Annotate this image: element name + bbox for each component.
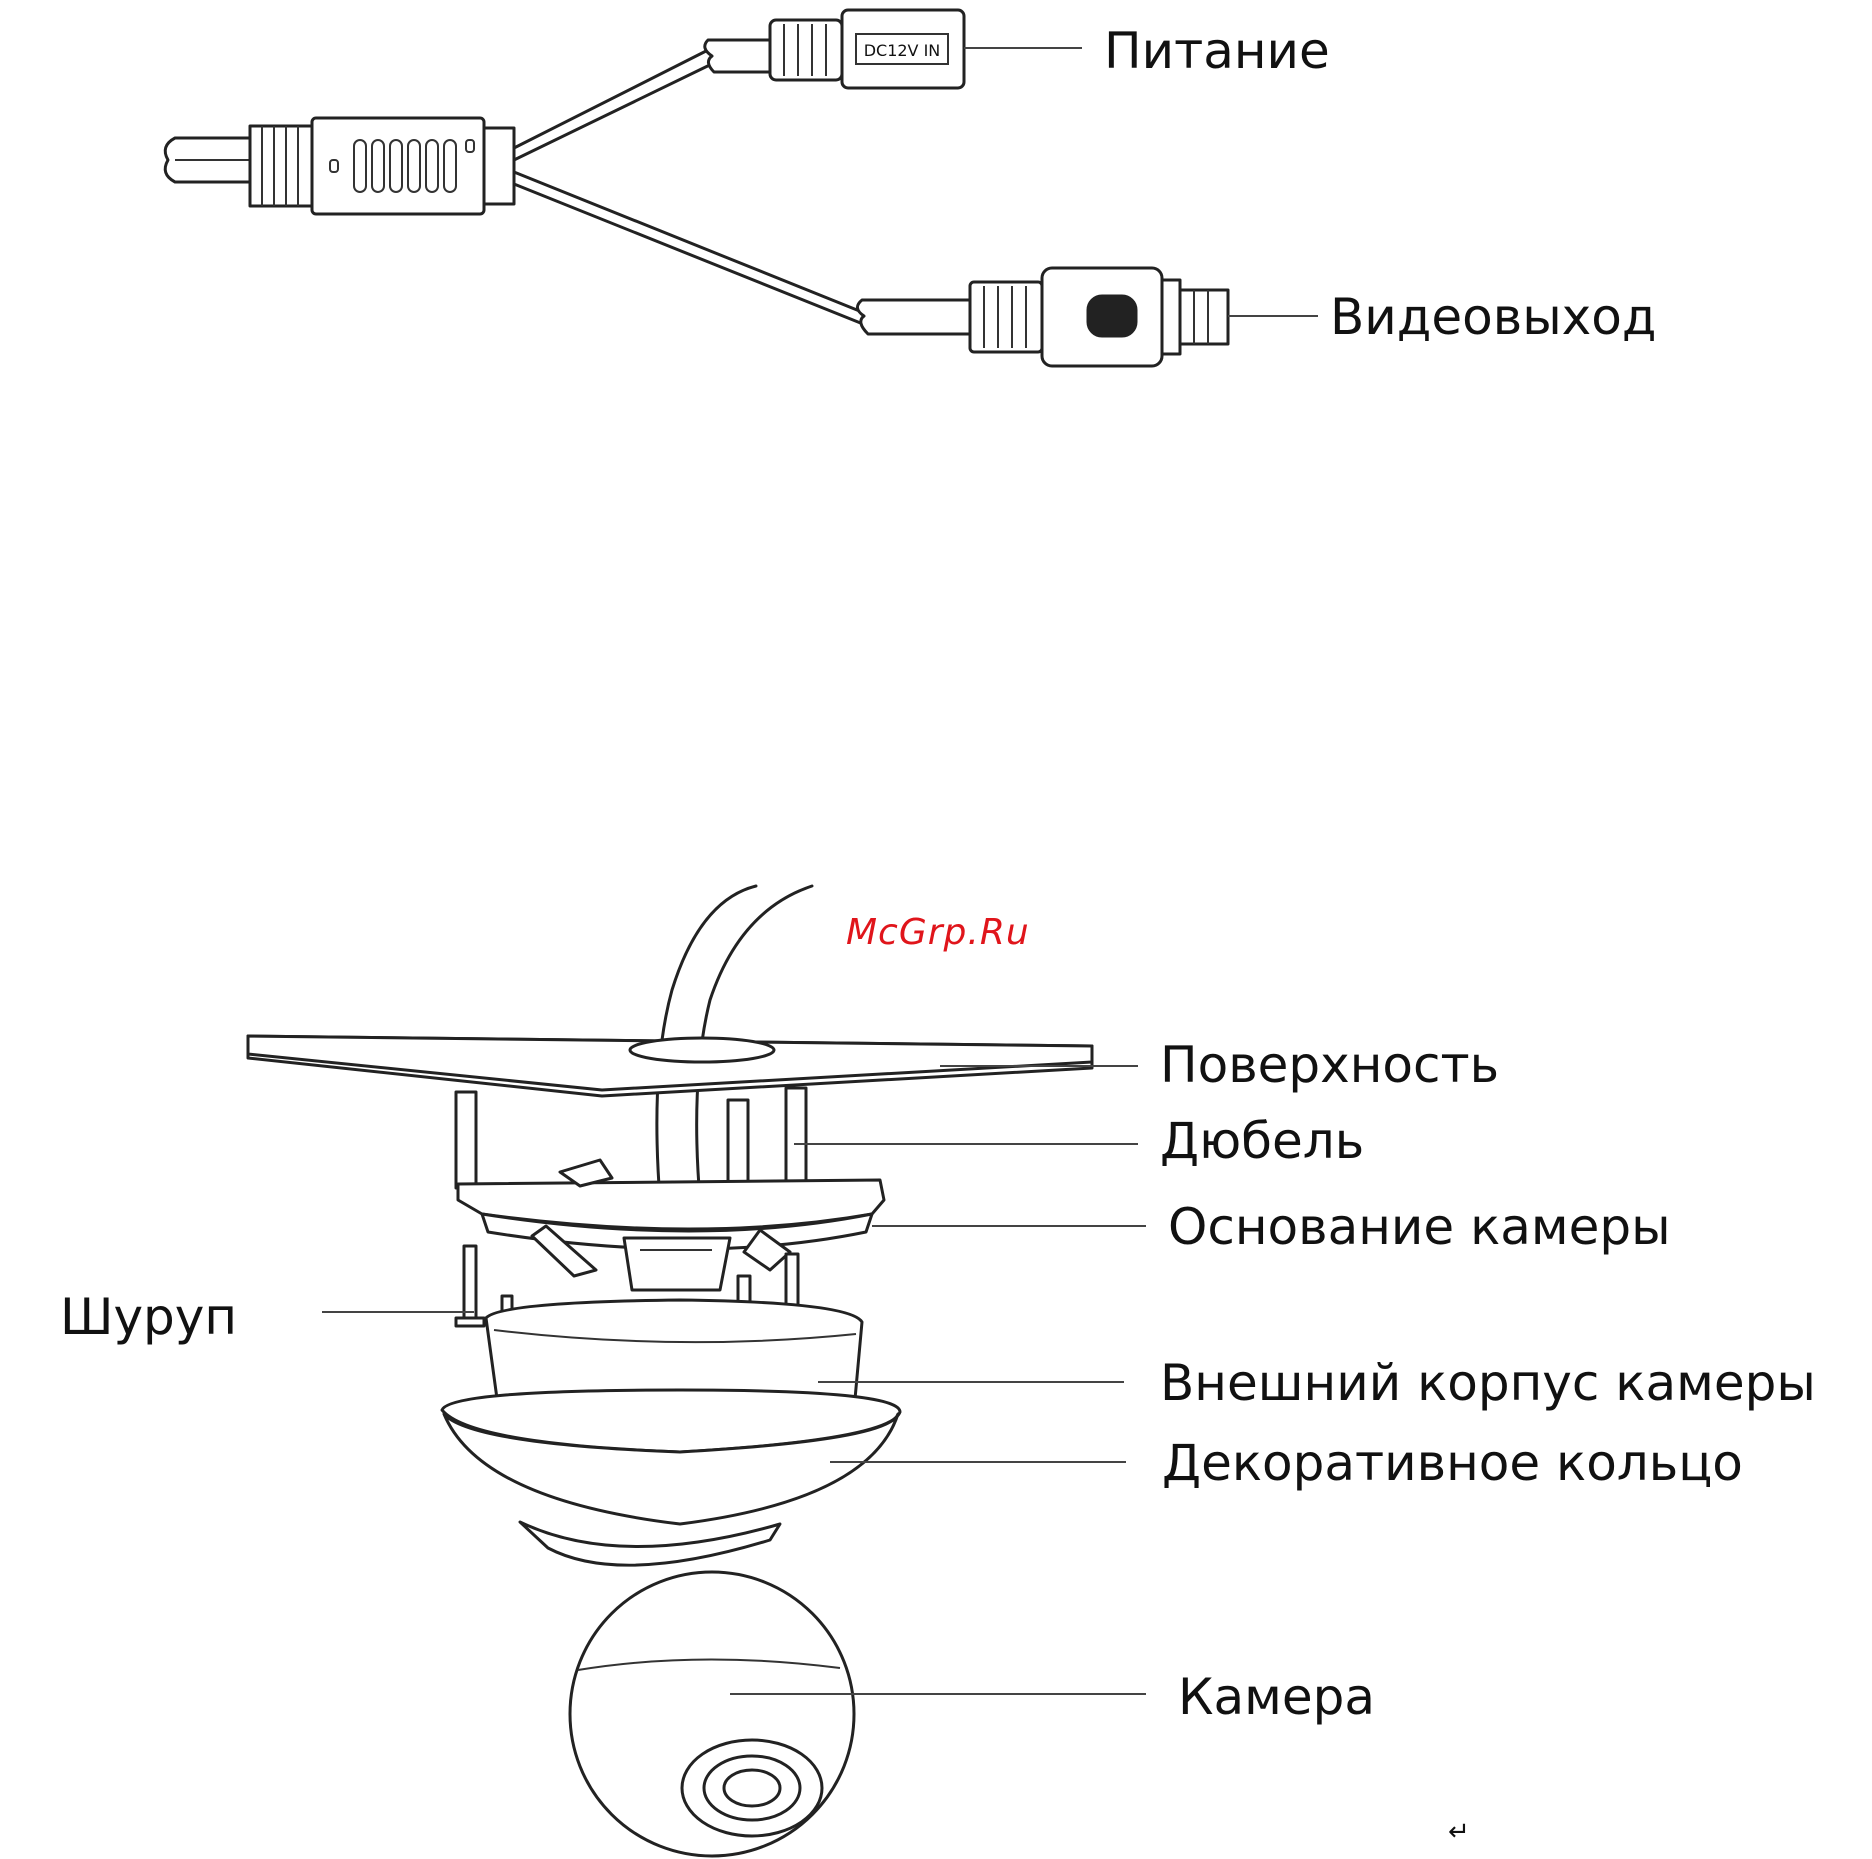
cable-diagram: DC12V IN Питание Видеовыход: [165, 10, 1656, 366]
camera-ball: [570, 1572, 854, 1856]
decorative-ring-label: Декоративное кольцо: [1162, 1434, 1743, 1492]
dc12v-jack-label: DC12V IN: [864, 41, 941, 60]
camera-base-label: Основание камеры: [1168, 1198, 1671, 1256]
outer-housing-label: Внешний корпус камеры: [1160, 1354, 1816, 1412]
video-output-label: Видеовыход: [1330, 288, 1656, 346]
return-mark: ↵: [1448, 1817, 1470, 1847]
power-connector: DC12V IN: [770, 10, 964, 88]
watermark: McGrp.Ru: [846, 912, 1030, 953]
surface-label: Поверхность: [1160, 1036, 1499, 1094]
decorative-ring: [442, 1390, 900, 1565]
power-label: Питание: [1104, 22, 1330, 80]
bnc-connector: [970, 268, 1228, 366]
main-cable: [165, 118, 514, 214]
camera-base: [458, 1160, 884, 1290]
anchor-label: Дюбель: [1160, 1112, 1364, 1170]
screw-label: Шуруп: [60, 1288, 237, 1346]
mounting-diagram: Поверхность Дюбель Основание камеры Шуру…: [60, 886, 1816, 1856]
camera-label: Камера: [1178, 1668, 1375, 1726]
